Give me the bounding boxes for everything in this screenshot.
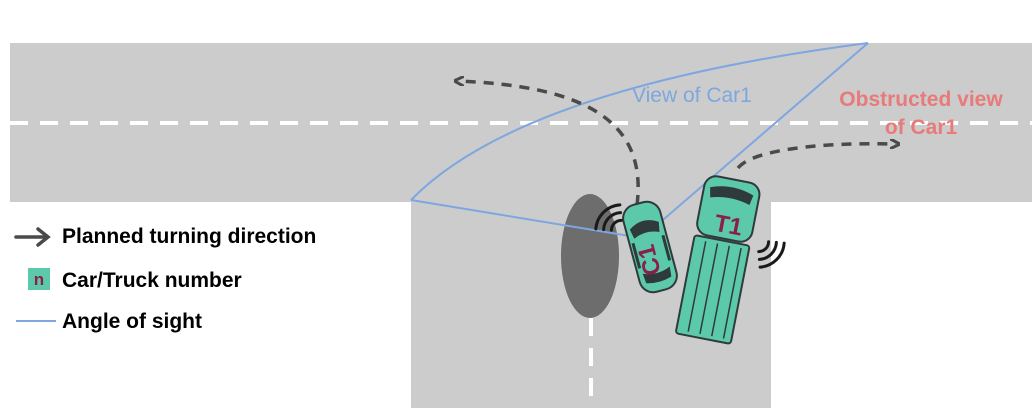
truck-t1 [675, 175, 761, 345]
legend-planned-turning: Planned turning direction [62, 225, 316, 248]
view-of-car-label: View of Car1 [632, 84, 752, 107]
car-c1 [622, 200, 678, 294]
legend-sight-label: Angle of sight [62, 310, 202, 333]
obstructed-view-label-line2: of Car1 [885, 116, 958, 139]
obstacle-shadow [561, 194, 619, 318]
legend-number-marker: n [34, 270, 44, 289]
legend-number-label: Car/Truck number [62, 269, 242, 292]
number-badge-icon [28, 268, 50, 290]
car-turning-arrow-icon [458, 81, 640, 206]
car-signal-icon [594, 203, 623, 232]
legend-arrow-icon [14, 227, 51, 247]
truck-signal-icon [757, 240, 786, 269]
legend: Planned turning direction n Car/Truck nu… [14, 225, 316, 333]
sight-line-lower [410, 199, 643, 239]
truck-turning-arrow-icon [736, 144, 896, 170]
obstructed-view-label-line1: Obstructed view [839, 88, 1003, 111]
sight-line-right [641, 42, 869, 239]
truck-number: T1 [712, 210, 745, 242]
